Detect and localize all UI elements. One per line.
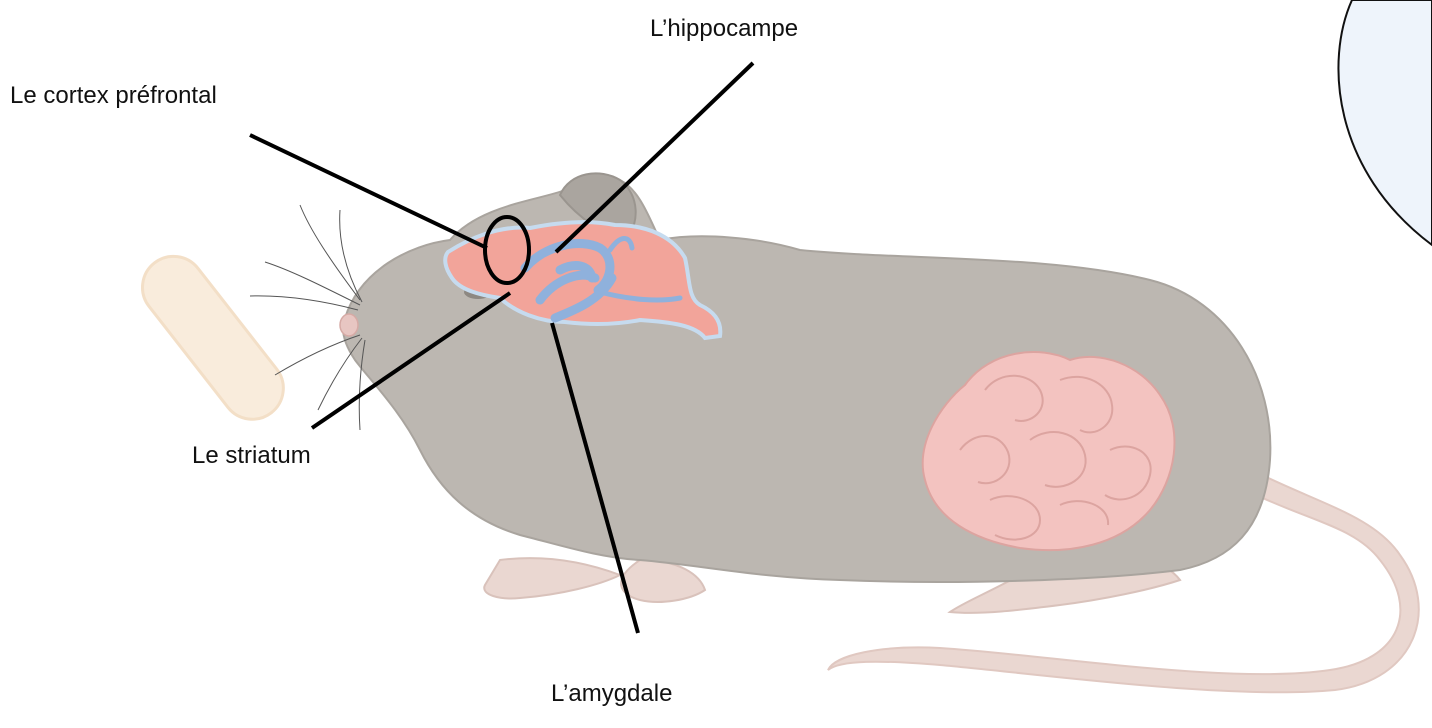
leader-line-hippocampe xyxy=(556,63,753,252)
leader-line-cortex xyxy=(250,135,487,248)
mouse-nose xyxy=(340,314,358,336)
label-hippocampus: L’hippocampe xyxy=(650,17,798,41)
thought-bubble xyxy=(1338,0,1432,245)
food-pellet xyxy=(130,244,296,432)
label-prefrontal-cortex: Le cortex préfrontal xyxy=(10,84,217,108)
mouse-front-paw xyxy=(484,558,620,598)
label-amygdala: L’amygdale xyxy=(551,682,672,706)
label-striatum: Le striatum xyxy=(192,444,311,468)
